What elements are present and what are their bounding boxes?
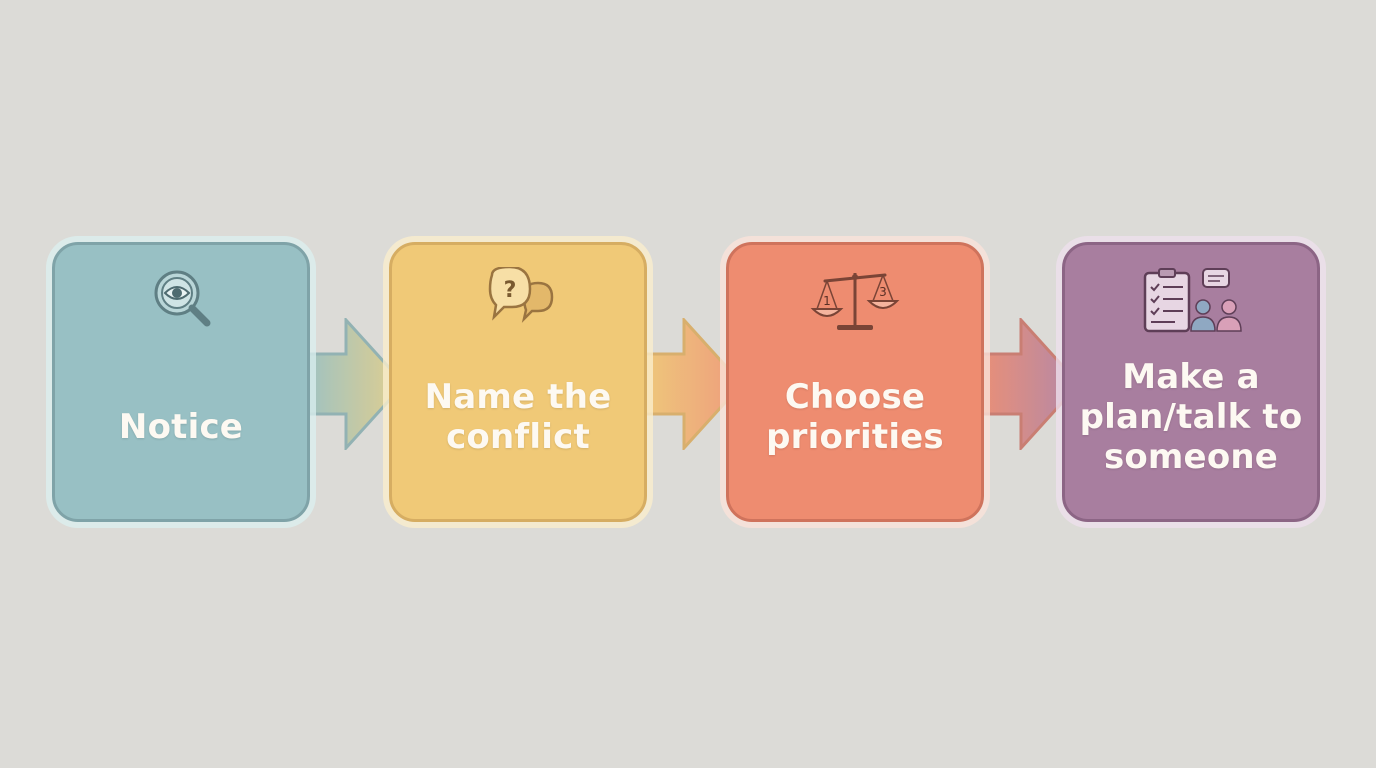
checklist-conversation-icon bbox=[1143, 268, 1242, 333]
step-name-the-conflict: ? Name the conflict bbox=[389, 242, 647, 522]
step-label: Name the conflict bbox=[424, 377, 612, 457]
step-notice: Notice bbox=[52, 242, 310, 522]
scale-mark-left: 1 bbox=[823, 294, 831, 308]
magnifier-eye-icon bbox=[154, 270, 211, 327]
balance-scale-icon: 1 3 bbox=[810, 273, 900, 330]
scale-mark-right: 3 bbox=[879, 285, 887, 299]
step-label: Make a plan/talk to someone bbox=[1079, 357, 1303, 477]
arrow-connector-1 bbox=[300, 318, 400, 450]
arrow-connector-2 bbox=[638, 318, 738, 450]
step-label: Notice bbox=[118, 407, 244, 447]
question-speech-bubbles-icon: ? bbox=[488, 267, 554, 323]
step-choose-priorities: 1 3 Choose priorities bbox=[726, 242, 984, 522]
question-mark-glyph: ? bbox=[504, 278, 517, 303]
arrow-connector-3 bbox=[975, 318, 1075, 450]
step-label: Choose priorities bbox=[766, 377, 944, 457]
step-make-a-plan: Make a plan/talk to someone bbox=[1062, 242, 1320, 522]
